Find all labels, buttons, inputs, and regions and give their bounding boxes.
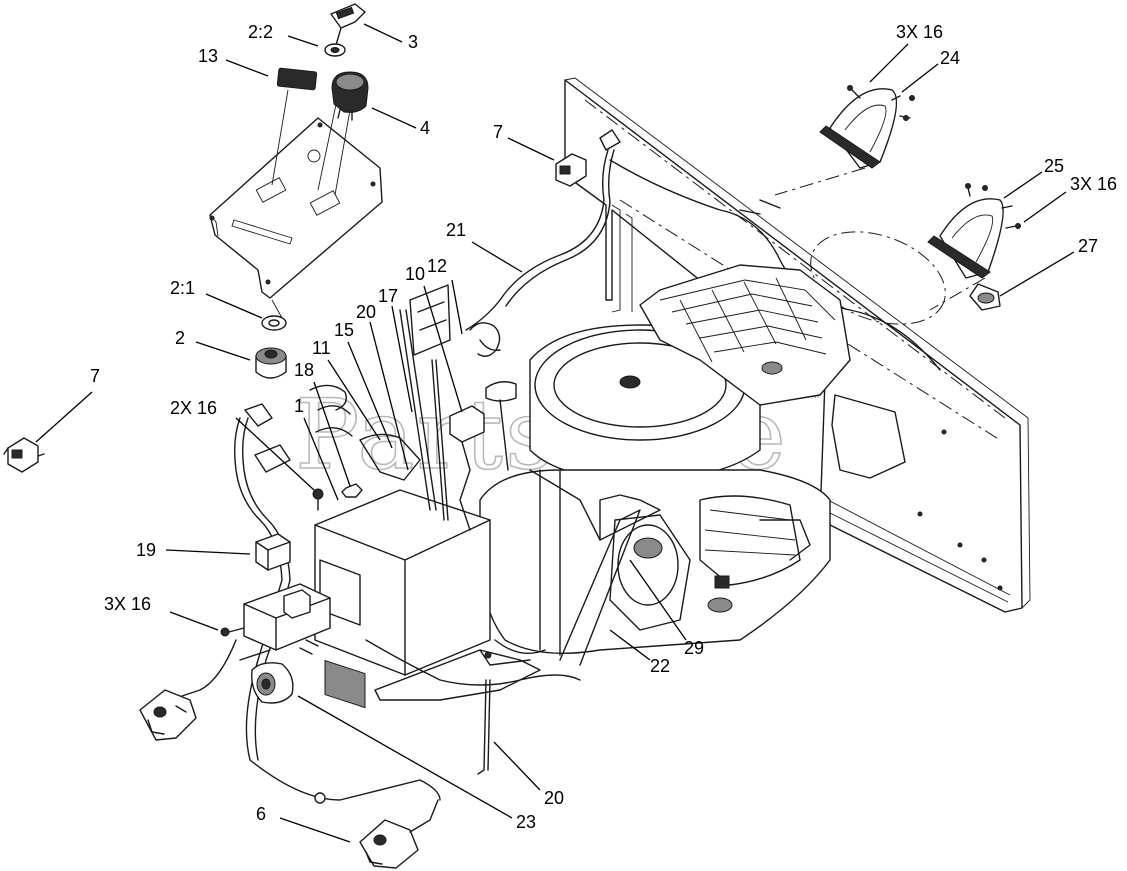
callout-label: 2:1	[170, 278, 195, 298]
battery-1	[314, 489, 491, 709]
engine-assembly	[479, 264, 851, 666]
lamp-27	[969, 283, 1001, 311]
fuse-holder-10	[449, 405, 485, 531]
callout-label: 3X 16	[104, 594, 151, 614]
cable-clip-11	[309, 384, 353, 437]
callout-label: 17	[378, 286, 398, 306]
ignition-switch-4	[331, 71, 369, 121]
callout-label: 3	[408, 32, 418, 52]
switch-7-top	[555, 153, 587, 187]
ignition-key-3	[330, 3, 366, 46]
wire-17	[399, 309, 437, 511]
callout-label: 7	[90, 366, 100, 386]
callout-label: 29	[684, 638, 704, 658]
screw-2x16	[312, 488, 324, 511]
callout-label: 24	[940, 48, 960, 68]
callout-label: 1	[294, 396, 304, 416]
tie-strap-20-lower	[477, 679, 491, 775]
wire-loop-12	[469, 322, 501, 357]
callout-label: 15	[334, 320, 354, 340]
knob-2	[255, 347, 287, 379]
callout-label: 7	[493, 122, 503, 142]
label-plate-13	[276, 67, 318, 91]
callout-label: 23	[516, 812, 536, 832]
callout-label: 3X 16	[896, 22, 943, 42]
callout-label: 18	[294, 360, 314, 380]
light-housing-25	[927, 183, 1021, 279]
control-panel-plate	[209, 89, 383, 319]
callout-label: 21	[446, 220, 466, 240]
alignment-lines	[774, 167, 986, 311]
callout-label: 13	[198, 46, 218, 66]
washer-2-1	[261, 315, 287, 331]
callout-label: 4	[420, 118, 430, 138]
callout-label: 20	[544, 788, 564, 808]
nut-2-2	[324, 43, 346, 57]
wire-harness-21	[465, 129, 941, 371]
nut-18	[341, 483, 363, 498]
callout-label: 3X 16	[1070, 174, 1117, 194]
relay-15	[359, 433, 421, 481]
callouts: 2:2 3 13 4 3X 16 24 7 25 3X 16 27 21 2:1…	[35, 22, 1117, 843]
callout-label: 19	[136, 540, 156, 560]
callout-label: 20	[356, 302, 376, 322]
callout-label: 22	[650, 656, 670, 676]
switch-connector-6	[314, 792, 439, 869]
connector-block	[220, 583, 331, 655]
callout-label: 2:2	[248, 22, 273, 42]
seat-switch-connector-left	[139, 689, 197, 741]
callout-label: 2X 16	[170, 398, 217, 418]
callout-label: 2	[175, 328, 185, 348]
callout-label: 6	[256, 804, 266, 824]
callout-label: 12	[427, 256, 447, 276]
relay-19	[255, 533, 291, 571]
callout-label: 11	[312, 338, 331, 358]
callout-label: 10	[405, 264, 425, 284]
callout-label: 25	[1044, 156, 1064, 176]
light-housing-24	[819, 85, 915, 169]
buzzer-23	[251, 662, 294, 704]
callout-label: 27	[1078, 236, 1098, 256]
switch-7-left	[3, 437, 45, 473]
